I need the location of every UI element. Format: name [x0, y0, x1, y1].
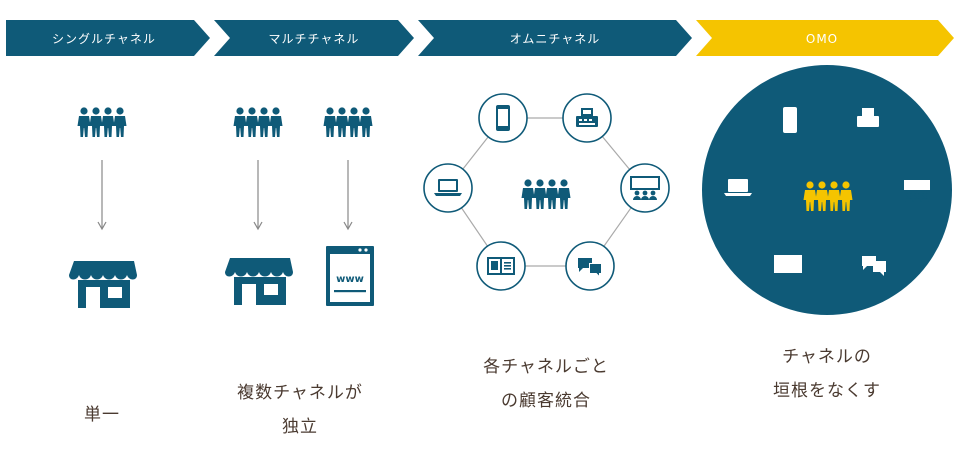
- stage-banner-single: シングルチャネル: [6, 20, 210, 56]
- caption-omo-line1: チャネルの: [782, 347, 872, 367]
- multi-channel-panel: [225, 107, 374, 306]
- caption-multi-line1: 複数チャネルが: [237, 383, 363, 403]
- catalog-book-icon: [774, 255, 802, 273]
- laptop-icon: [434, 179, 462, 196]
- catalog-book-icon: [487, 257, 515, 275]
- stage-banner-multi: マルチチャネル: [214, 20, 414, 56]
- banner-shape: [696, 20, 954, 56]
- single-channel-panel: [69, 107, 137, 308]
- single-arrow: [97, 160, 107, 231]
- people-group-icon: [78, 107, 127, 137]
- stage-banner-omni: オムニチャネル: [418, 20, 692, 56]
- caption-omo-line2: 垣根をなくす: [773, 381, 881, 401]
- omo-panel: [702, 65, 952, 315]
- stage-label-omni: オムニチャネル: [510, 32, 601, 46]
- caption-omni-line2: の顧客統合: [501, 391, 591, 411]
- people-group-icon: [324, 107, 373, 137]
- banner-shape: [6, 20, 210, 56]
- caption-multi: 複数チャネルが 独立: [200, 376, 400, 444]
- stage-banner-omo: OMO: [696, 20, 954, 56]
- caption-omni-line1: 各チャネルごと: [483, 357, 609, 377]
- store-icon: [69, 261, 137, 308]
- laptop-icon: [724, 179, 752, 196]
- smartphone-icon: [783, 107, 797, 133]
- smartphone-icon: [496, 105, 510, 131]
- www-browser-icon: [326, 246, 374, 306]
- caption-multi-line2: 独立: [282, 417, 318, 437]
- stage-label-multi: マルチチャネル: [269, 32, 360, 46]
- stage-label-single: シングルチャネル: [52, 32, 156, 46]
- people-group-icon: [522, 179, 571, 209]
- caption-omo: チャネルの 垣根をなくす: [727, 340, 927, 408]
- caption-omni: 各チャネルごと の顧客統合: [446, 350, 646, 418]
- omni-channel-panel: [423, 93, 670, 291]
- people-group-icon: [234, 107, 283, 137]
- multi-arrows: [253, 160, 353, 231]
- banner-shape: [418, 20, 692, 56]
- caption-single-text: 単一: [84, 405, 120, 425]
- store-icon: [225, 258, 293, 305]
- banner-shape: [214, 20, 414, 56]
- caption-single: 単一: [40, 398, 164, 432]
- stage-label-omo: OMO: [806, 32, 838, 46]
